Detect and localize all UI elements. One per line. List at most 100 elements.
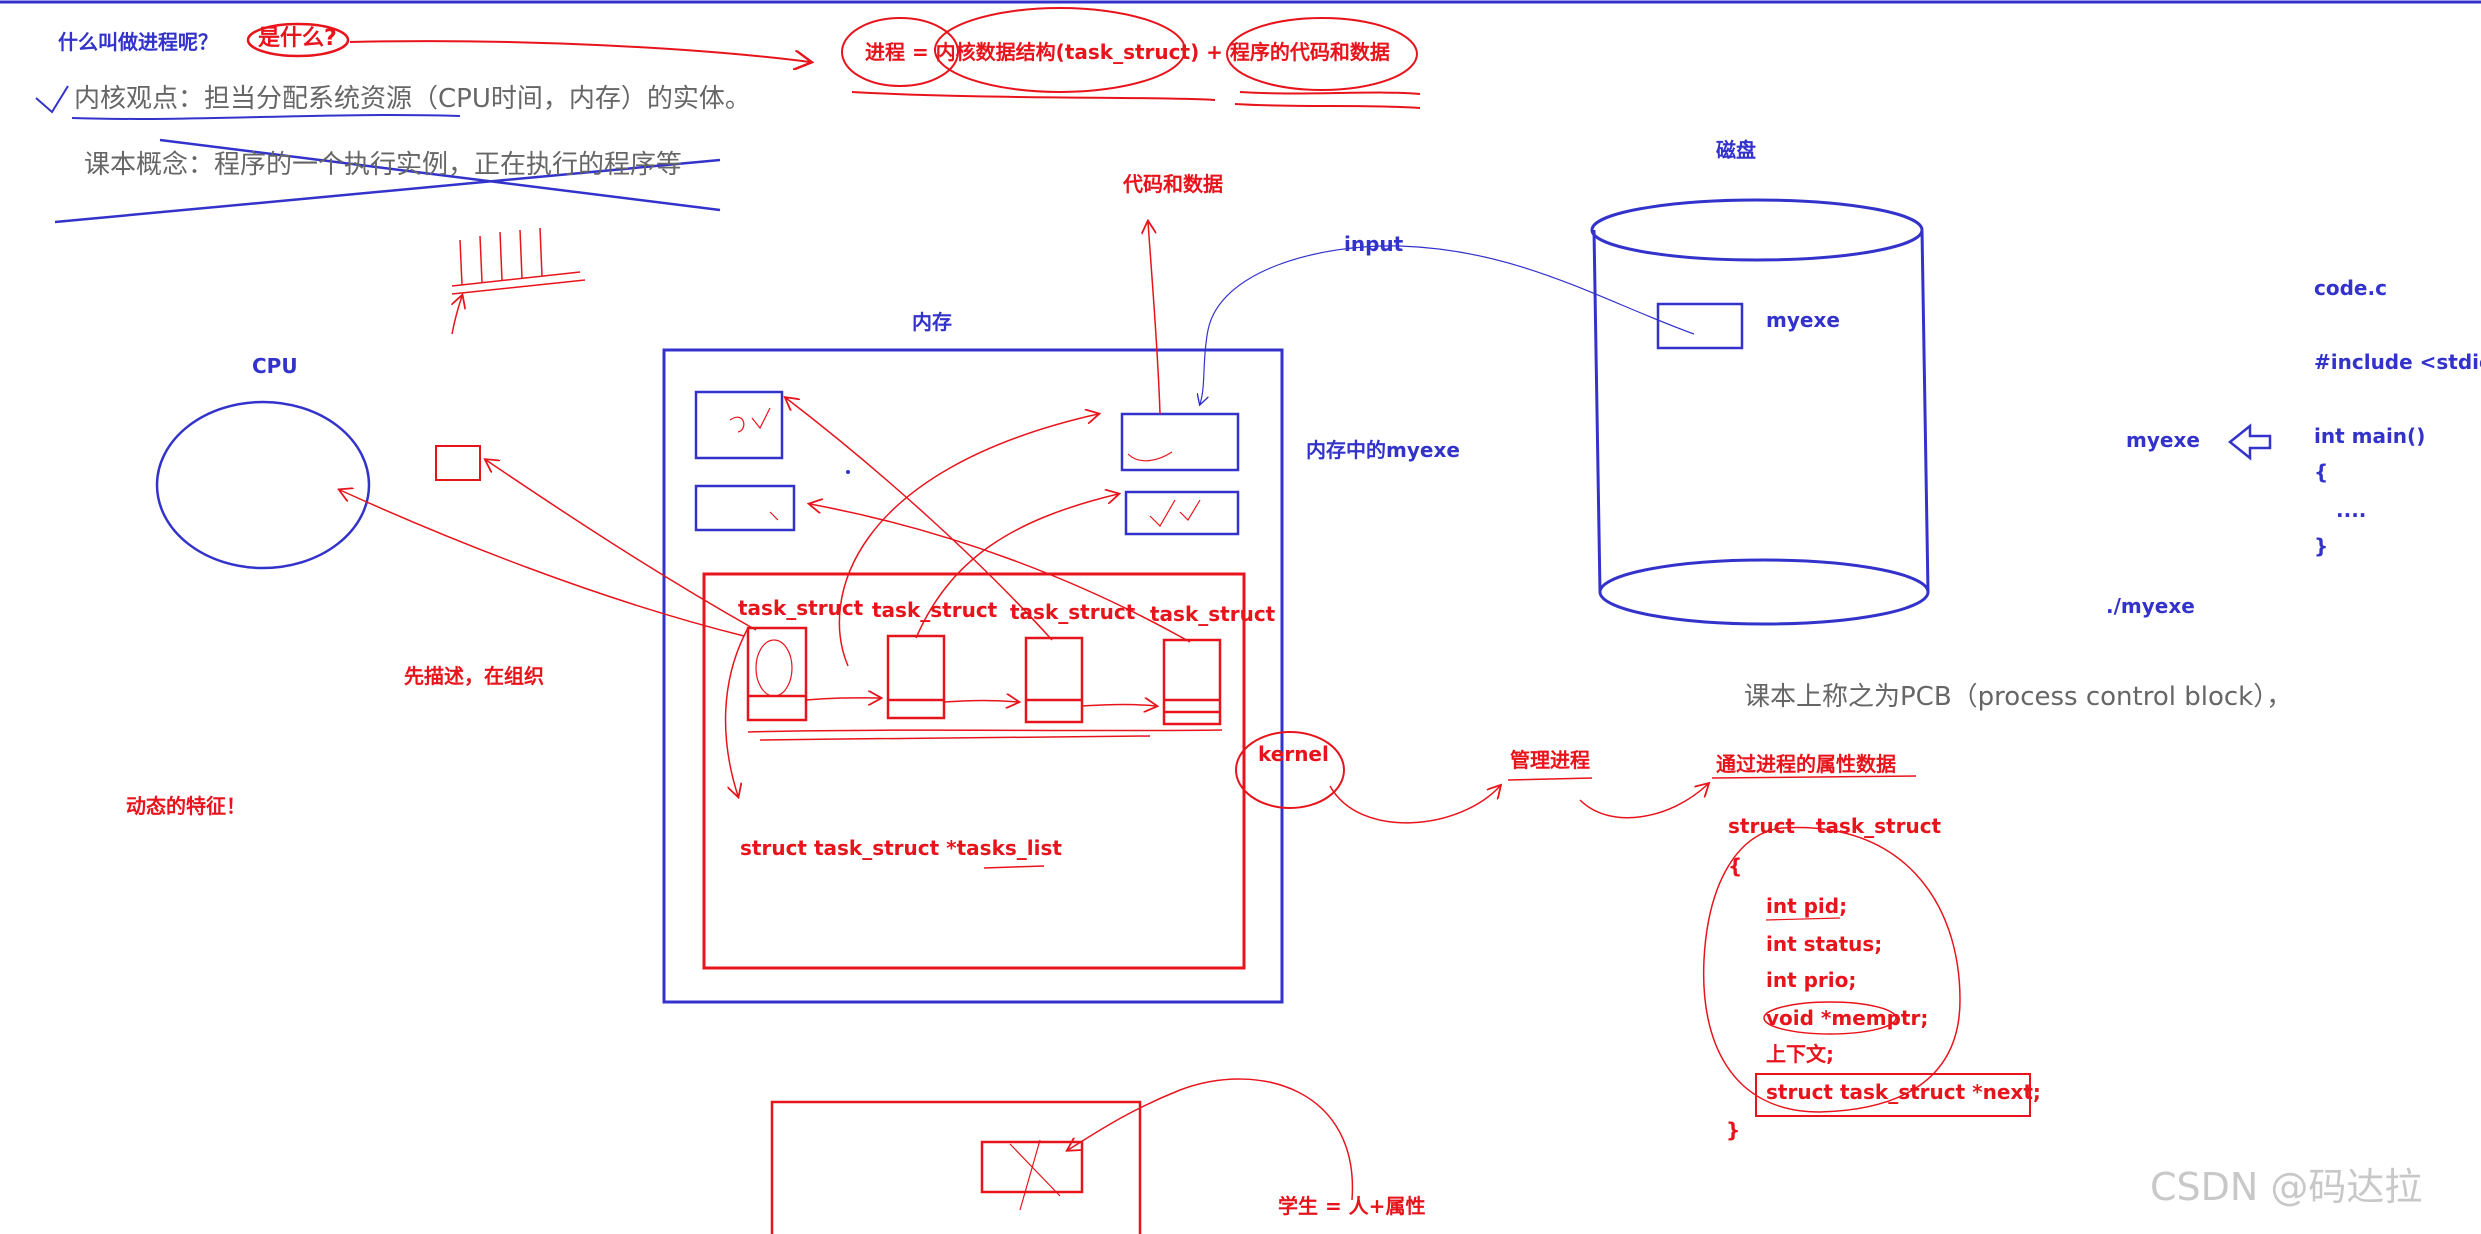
tally-scribble [451,227,586,295]
memory-label: 内存 [912,310,952,334]
kernel-view-underline [71,114,461,120]
list-decl-underline [983,865,1045,869]
task-list-declaration: struct task_struct *tasks_list [740,836,1062,860]
disk-right-side [1920,229,1930,593]
what-circle [246,22,350,58]
memory-block-scribble-2 [769,451,1201,527]
task-struct-box-4 [1162,638,1222,726]
ts-to-block1-arrow [786,398,1053,641]
struct-field-prio: int prio; [1766,968,1857,992]
ts-to-register-arrow [486,460,757,631]
task-struct-label-3: task_struct [1010,600,1136,624]
struct-field-next: struct task_struct *next; [1766,1080,2041,1104]
manage-underline [1507,777,1593,781]
task-struct-box-3 [1024,636,1084,724]
tally-arrow [452,296,462,335]
task-struct-label-1: task_struct [738,596,864,620]
dynamic-feature-note: 动态的特征！ [126,794,246,818]
disk-cylinder [1590,198,1930,626]
what-arrow [349,40,810,62]
source-close-brace: } [2314,534,2329,558]
student-attr-box [980,1140,1084,1194]
task-struct-label-2: task_struct [872,598,998,622]
task-struct-label-4: task_struct [1150,602,1276,626]
student-attr-scribble [1009,1139,1061,1211]
task-struct-boxes [746,626,1222,726]
input-label: input [1344,232,1404,256]
struct-field-context: 上下文; [1766,1042,1834,1066]
input-arrow [1200,245,1695,404]
formula-circle-mid [934,7,1186,93]
formula-underline-2 [1239,91,1421,95]
formula-underline-1 [851,91,1216,101]
list-underline [747,729,1223,741]
formula-circle-right [1226,17,1418,91]
what-label: 是什么? [258,26,337,51]
struct-field-memptr: void *memptr; [1766,1006,1929,1030]
exe-name-label: myexe [2126,428,2200,452]
memory-myexe-label: 内存中的myexe [1306,438,1460,462]
ts-to-cpu-arrow [340,490,745,637]
attribute-data-label: 通过进程的属性数据 [1716,752,1896,776]
kernel-to-manage-arrow [1329,786,1500,824]
manage-process-label: 管理进程 [1510,748,1590,772]
process-formula: 进程 = 内核数据结构(task_struct) + 程序的代码和数据 [865,40,1390,64]
struct-open-brace: { [1728,854,1743,878]
memory-box [662,348,1284,1004]
exe-run-label: ./myexe [2106,594,2195,618]
source-include: #include <stdio [2314,350,2481,374]
kernel-ellipse [1235,731,1345,809]
source-open-brace: { [2314,460,2329,484]
struct-header: struct task_struct [1728,814,1942,838]
list-arrow-3 [1081,705,1156,707]
memory-block-2 [694,484,796,532]
textbook-concept-note: 课本概念：程序的一个执行实例，正在执行的程序等 [84,150,683,180]
kernel-view-note: 内核观点：担当分配系统资源（CPU时间，内存）的实体。 [74,84,751,114]
list-arrow-2 [943,701,1018,703]
disk-file-box [1656,302,1744,350]
code-data-up-arrow [1148,222,1161,415]
cpu-register-box [435,445,481,481]
cross-out-line-2 [159,138,721,212]
disk-left-side [1592,229,1602,593]
list-arrow-1 [805,698,880,700]
struct-field-status: int status; [1766,932,1883,956]
task-struct-1-scribble [755,639,793,697]
student-box [770,1100,1142,1234]
task-struct-box-2 [886,634,946,720]
source-dots: .... [2336,498,2367,522]
ts-to-code-arrow [838,414,1098,667]
code-data-label: 代码和数据 [1123,172,1223,196]
memory-block-scribble-1 [729,407,771,433]
disk-top [1590,198,1924,262]
pcb-note: 课本上称之为PCB（process control block）， [1744,682,2293,712]
struct-close-brace: } [1726,1118,1741,1142]
attr-underline [1711,775,1917,779]
student-formula: 学生 = 人+属性 [1278,1194,1426,1218]
struct-field-ellipse [1702,826,1961,1113]
student-arrow [1068,1078,1354,1201]
hollow-arrow-icon [2227,423,2272,461]
memory-block-1 [694,390,784,460]
question-title: 什么叫做进程呢？ [58,30,218,54]
csdn-watermark: CSDN @码达拉 [2150,1165,2423,1209]
task-struct-box-1 [746,626,808,722]
cpu-ellipse [155,400,371,570]
describe-organize-note: 先描述，在组织 [404,664,544,688]
cpu-label: CPU [252,354,298,378]
pid-underline [1765,917,1841,921]
ts-to-block2-arrow [810,504,1191,643]
disk-bottom [1598,558,1930,626]
memptr-circle [1763,1001,1897,1035]
kernel-region [702,572,1246,970]
manage-to-attr-arrow [1579,784,1708,819]
memory-dot [846,470,850,474]
source-main: int main() [2314,424,2426,448]
ts-to-data-arrow [915,494,1118,639]
memory-data-block [1124,490,1240,536]
ts-to-list-decl-arrow [724,627,749,796]
kernel-view-check [35,85,69,114]
cross-out-line-1 [54,158,721,224]
disk-label: 磁盘 [1716,138,1756,162]
